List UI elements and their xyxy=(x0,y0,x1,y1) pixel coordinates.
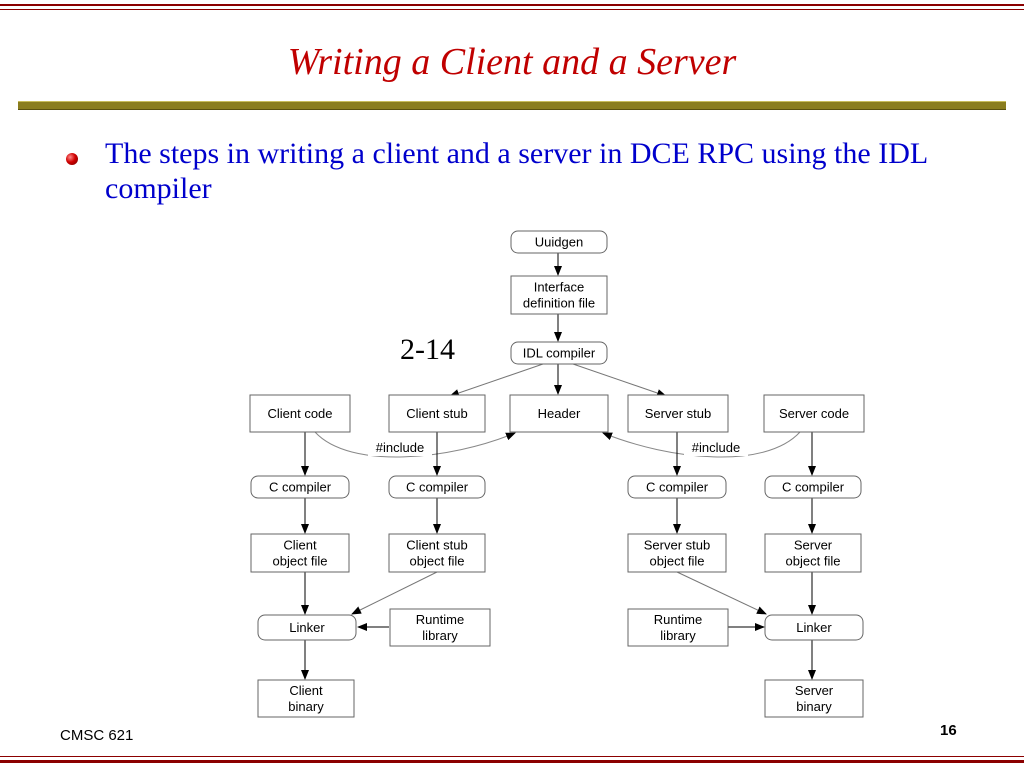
node-label: object file xyxy=(273,554,328,569)
node-linker-left: Linker xyxy=(257,614,357,641)
node-cc2: C compiler xyxy=(388,475,486,499)
top-border-outer xyxy=(0,4,1024,6)
arrow-idl-clientstub xyxy=(449,363,544,397)
node-label: Server stub xyxy=(645,406,711,421)
node-label: Linker xyxy=(796,620,832,635)
include-label-left-bg xyxy=(368,439,432,456)
arrow-idl-serverstub xyxy=(572,363,667,397)
node-label: library xyxy=(660,628,696,643)
node-label: Server xyxy=(794,538,833,553)
footer-course: CMSC 621 xyxy=(60,727,134,744)
node-client-stub: Client stub xyxy=(388,394,486,433)
node-client-code: Client code xyxy=(249,394,351,433)
node-label: object file xyxy=(410,554,465,569)
node-label: object file xyxy=(786,554,841,569)
include-label-right-bg xyxy=(684,439,748,456)
title-rule xyxy=(18,101,1006,110)
node-cc4: C compiler xyxy=(764,475,862,499)
node-label: Runtime xyxy=(654,612,702,627)
node-uuidgen: Uuidgen xyxy=(510,230,608,254)
include-curve-right xyxy=(602,431,801,458)
include-label-right: #include xyxy=(692,440,740,455)
node-label: Server stub xyxy=(644,538,710,553)
bullet-icon xyxy=(66,153,78,165)
node-idl: IDL compiler xyxy=(510,341,608,365)
node-label: Server code xyxy=(779,406,849,421)
include-curve-left xyxy=(314,431,516,458)
node-label: Interface xyxy=(534,280,585,295)
node-linker-right: Linker xyxy=(764,614,864,641)
arrow-clientstubobj-linker xyxy=(351,571,438,615)
node-label: object file xyxy=(650,554,705,569)
node-label: binary xyxy=(796,699,832,714)
node-label: Uuidgen xyxy=(535,235,583,250)
node-label: C compiler xyxy=(269,480,332,495)
page-number: 16 xyxy=(940,722,957,739)
figure-label: 2-14 xyxy=(400,333,455,366)
slide-title: Writing a Client and a Server xyxy=(287,41,737,83)
node-label: Client xyxy=(283,538,317,553)
node-label: Client code xyxy=(267,406,332,421)
node-label: C compiler xyxy=(406,480,469,495)
node-label: Client stub xyxy=(406,406,467,421)
node-server-code: Server code xyxy=(763,394,865,433)
diagram-connectors xyxy=(301,253,816,680)
node-label: library xyxy=(422,628,458,643)
node-label: Linker xyxy=(289,620,325,635)
node-label: IDL compiler xyxy=(523,346,596,361)
arrow-serverstubobj-linker xyxy=(676,571,767,615)
node-label: Client xyxy=(289,683,323,698)
node-label: Client stub xyxy=(406,538,467,553)
top-border-inner xyxy=(0,9,1024,10)
bottom-border-inner xyxy=(0,756,1024,757)
node-cc1: C compiler xyxy=(250,475,350,499)
node-cc3: C compiler xyxy=(627,475,727,499)
node-label: binary xyxy=(288,699,324,714)
node-label: Header xyxy=(538,406,581,421)
node-label: C compiler xyxy=(782,480,845,495)
include-label-left: #include xyxy=(376,440,424,455)
node-label: Runtime xyxy=(416,612,464,627)
node-server-stub: Server stub xyxy=(627,394,729,433)
bottom-border-outer xyxy=(0,760,1024,763)
node-label: Server xyxy=(795,683,834,698)
bullet-text: The steps in writing a client and a serv… xyxy=(105,137,928,205)
node-label: definition file xyxy=(523,296,595,311)
node-header: Header xyxy=(509,394,609,433)
node-label: C compiler xyxy=(646,480,709,495)
